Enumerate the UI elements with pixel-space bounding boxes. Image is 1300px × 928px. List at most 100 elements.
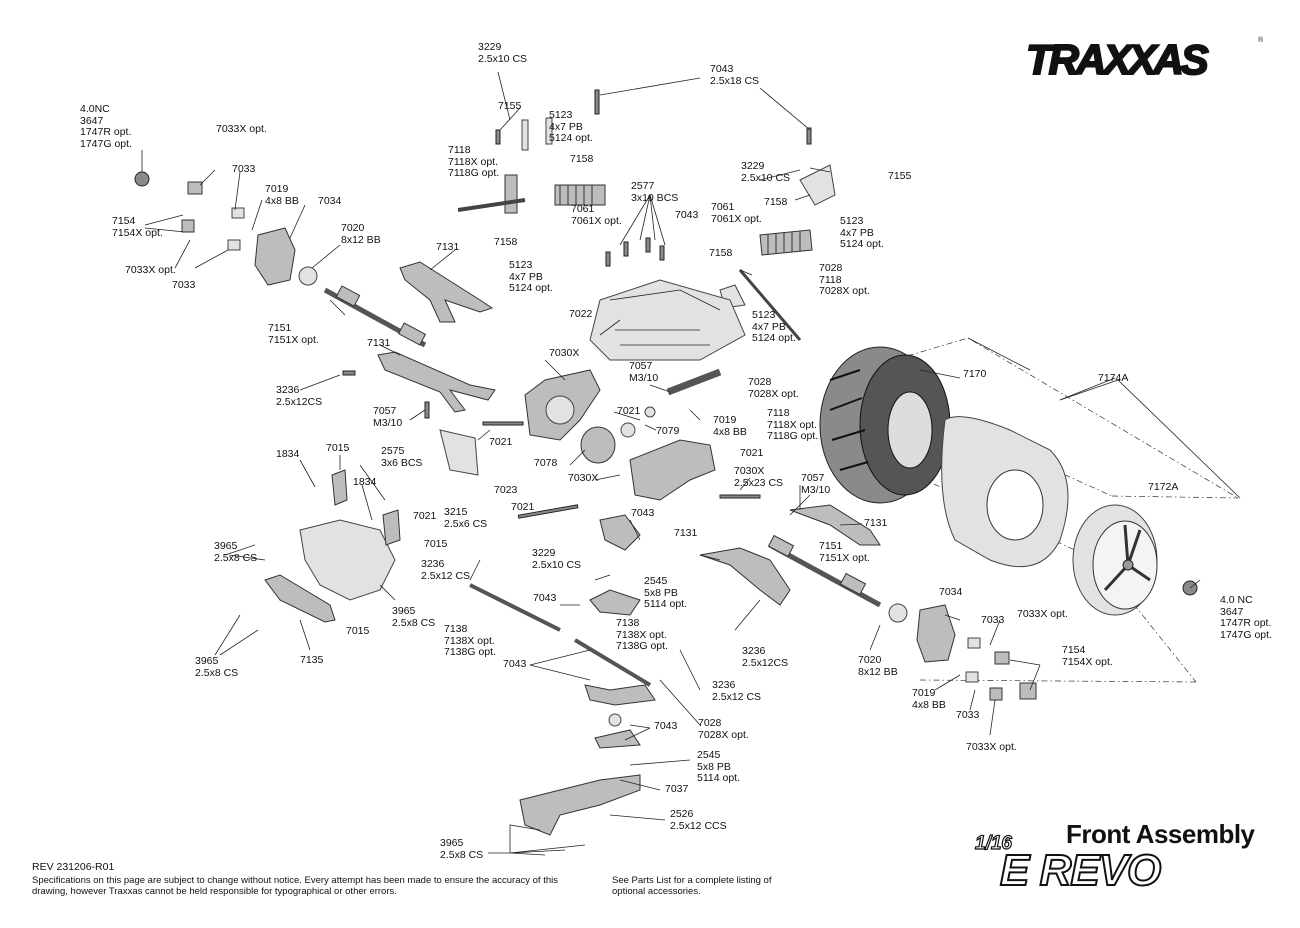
upper-arm-7131 bbox=[399, 261, 494, 323]
part-callout: 7154 7154X opt. bbox=[1062, 644, 1113, 668]
leader-lines bbox=[141, 71, 1201, 856]
part-callout: 7021 bbox=[740, 447, 764, 459]
part-callout: 7037 bbox=[665, 783, 689, 795]
part-callout: 2575 3x6 BCS bbox=[381, 445, 423, 469]
part-callout: 7061 7061X opt. bbox=[711, 201, 762, 225]
part-callout: 7043 2.5x18 CS bbox=[710, 63, 760, 87]
page-title: Front Assembly bbox=[1066, 819, 1255, 849]
part-callout: 7057 M3/10 bbox=[373, 405, 403, 429]
part-callout: 4.0 NC 3647 1747R opt. 1747G opt. bbox=[1220, 594, 1272, 641]
part-callout: 1834 bbox=[276, 448, 300, 460]
part-callout: 7015 bbox=[326, 442, 350, 454]
part-callout: 3229 2.5x10 CS bbox=[478, 41, 528, 65]
part-callout: 3965 2.5x8 CS bbox=[214, 540, 258, 564]
part-callout: 7033X opt. bbox=[966, 741, 1017, 753]
part-callout: 7021 bbox=[413, 510, 437, 522]
left-hub-assembly bbox=[134, 171, 318, 286]
hardware-pins bbox=[342, 89, 812, 519]
diff-housing-7030X bbox=[439, 369, 601, 476]
part-callout: 7033 bbox=[981, 614, 1005, 626]
part-callout: 2545 5x8 PB 5114 opt. bbox=[697, 749, 741, 784]
parts-list-note: See Parts List for a complete listing of… bbox=[612, 875, 772, 897]
part-callout: 7043 bbox=[631, 507, 655, 519]
bumper-mount-7015 bbox=[299, 469, 401, 601]
part-callout: 7033X opt. bbox=[1017, 608, 1068, 620]
part-callout: 3965 2.5x8 CS bbox=[195, 655, 239, 679]
steering-assembly bbox=[469, 514, 656, 749]
part-callout: 7078 bbox=[534, 457, 558, 469]
skid-plate-7037 bbox=[519, 774, 641, 836]
tire-7170 bbox=[819, 346, 951, 504]
part-callout: 7021 bbox=[511, 501, 535, 513]
part-callout: 7057 M3/10 bbox=[801, 472, 831, 496]
part-callout: 7158 bbox=[494, 236, 518, 248]
part-callout: 7033 bbox=[172, 279, 196, 291]
part-callout: 7158 bbox=[764, 196, 788, 208]
part-callout: 7034 bbox=[318, 195, 342, 207]
part-callout: 3215 2.5x6 CS bbox=[444, 506, 488, 530]
part-callout: 7022 bbox=[569, 308, 593, 320]
part-callout: 3236 2.5x12 CS bbox=[712, 679, 762, 703]
part-callout: 7138 7138X opt. 7138G opt. bbox=[444, 623, 496, 658]
part-callout: 1834 bbox=[353, 476, 377, 488]
part-callout: 7131 bbox=[674, 527, 698, 539]
foam-insert-7174A bbox=[941, 416, 1069, 568]
part-callout: 7020 8x12 BB bbox=[858, 654, 898, 678]
part-callout: 3965 2.5x8 CS bbox=[440, 837, 484, 861]
part-callout: 7158 bbox=[709, 247, 733, 259]
part-callout: 3229 2.5x10 CS bbox=[741, 160, 791, 184]
part-callout: 7028 7028X opt. bbox=[698, 717, 749, 741]
part-callout: 7043 bbox=[533, 592, 557, 604]
part-callout: 7174A bbox=[1098, 372, 1129, 384]
part-callout: 7033X opt. bbox=[216, 123, 267, 135]
disclaimer-text: Specifications on this page are subject … bbox=[32, 875, 558, 897]
differential-7078 bbox=[580, 368, 722, 464]
upper-arm-right-7131 bbox=[789, 504, 881, 546]
part-callout: 7131 bbox=[436, 241, 460, 253]
part-callout: 5123 4x7 PB 5124 opt. bbox=[509, 259, 553, 294]
part-callout: 7034 bbox=[939, 586, 963, 598]
lower-arm-7131 bbox=[377, 351, 496, 413]
part-callout: 7154 7154X opt. bbox=[112, 215, 163, 239]
shock-left-7061 bbox=[457, 174, 606, 214]
right-housing-7030X bbox=[629, 439, 716, 501]
logo-text: TRAXXAS bbox=[1026, 36, 1209, 83]
right-driveshaft-7151 bbox=[767, 534, 882, 608]
part-callout: 7028 7028X opt. bbox=[748, 376, 799, 400]
part-callout: 7135 bbox=[300, 654, 324, 666]
part-callout: 7131 bbox=[864, 517, 888, 529]
part-callout: 7033X opt. bbox=[125, 264, 176, 276]
part-callout: 7155 bbox=[498, 100, 522, 112]
part-callout: 7043 bbox=[654, 720, 678, 732]
part-callout: 7131 bbox=[367, 337, 391, 349]
bumper-7135 bbox=[264, 574, 336, 623]
part-callout: 7043 bbox=[503, 658, 527, 670]
part-callout: 7043 bbox=[675, 209, 699, 221]
part-callout: 3965 2.5x8 CS bbox=[392, 605, 436, 629]
part-callout: 7138 7138X opt. 7138G opt. bbox=[616, 617, 668, 652]
part-callout: 7021 bbox=[617, 405, 641, 417]
part-callout: 7118 7118X opt. 7118G opt. bbox=[767, 407, 819, 442]
right-hub-7034 bbox=[888, 580, 1198, 701]
left-driveshaft-7151 bbox=[323, 285, 427, 348]
part-callout: 5123 4x7 PB 5124 opt. bbox=[840, 215, 884, 250]
part-callout: 7151 7151X opt. bbox=[268, 322, 319, 346]
part-callout: 7033 bbox=[232, 163, 256, 175]
part-callout: 3229 2.5x10 CS bbox=[532, 547, 582, 571]
part-callout: 7021 bbox=[489, 436, 513, 448]
chassis-7022 bbox=[589, 279, 746, 361]
product-scale: 1/16 bbox=[974, 832, 1012, 854]
part-callout: 7015 bbox=[346, 625, 370, 637]
part-callout: 7155 bbox=[888, 170, 912, 182]
part-callout: 2526 2.5x12 CCS bbox=[670, 808, 727, 832]
part-callout: 3236 2.5x12 CS bbox=[421, 558, 471, 582]
part-callout: 7172A bbox=[1148, 481, 1179, 493]
part-callout: 7170 bbox=[963, 368, 987, 380]
part-callout: 7023 bbox=[494, 484, 518, 496]
svg-text:®: ® bbox=[1258, 36, 1264, 44]
product-logo: E REVO bbox=[999, 846, 1162, 896]
part-callout: 7019 4x8 BB bbox=[713, 414, 747, 438]
lower-arm-right-7131 bbox=[699, 547, 791, 606]
part-callout: 7020 8x12 BB bbox=[341, 222, 381, 246]
